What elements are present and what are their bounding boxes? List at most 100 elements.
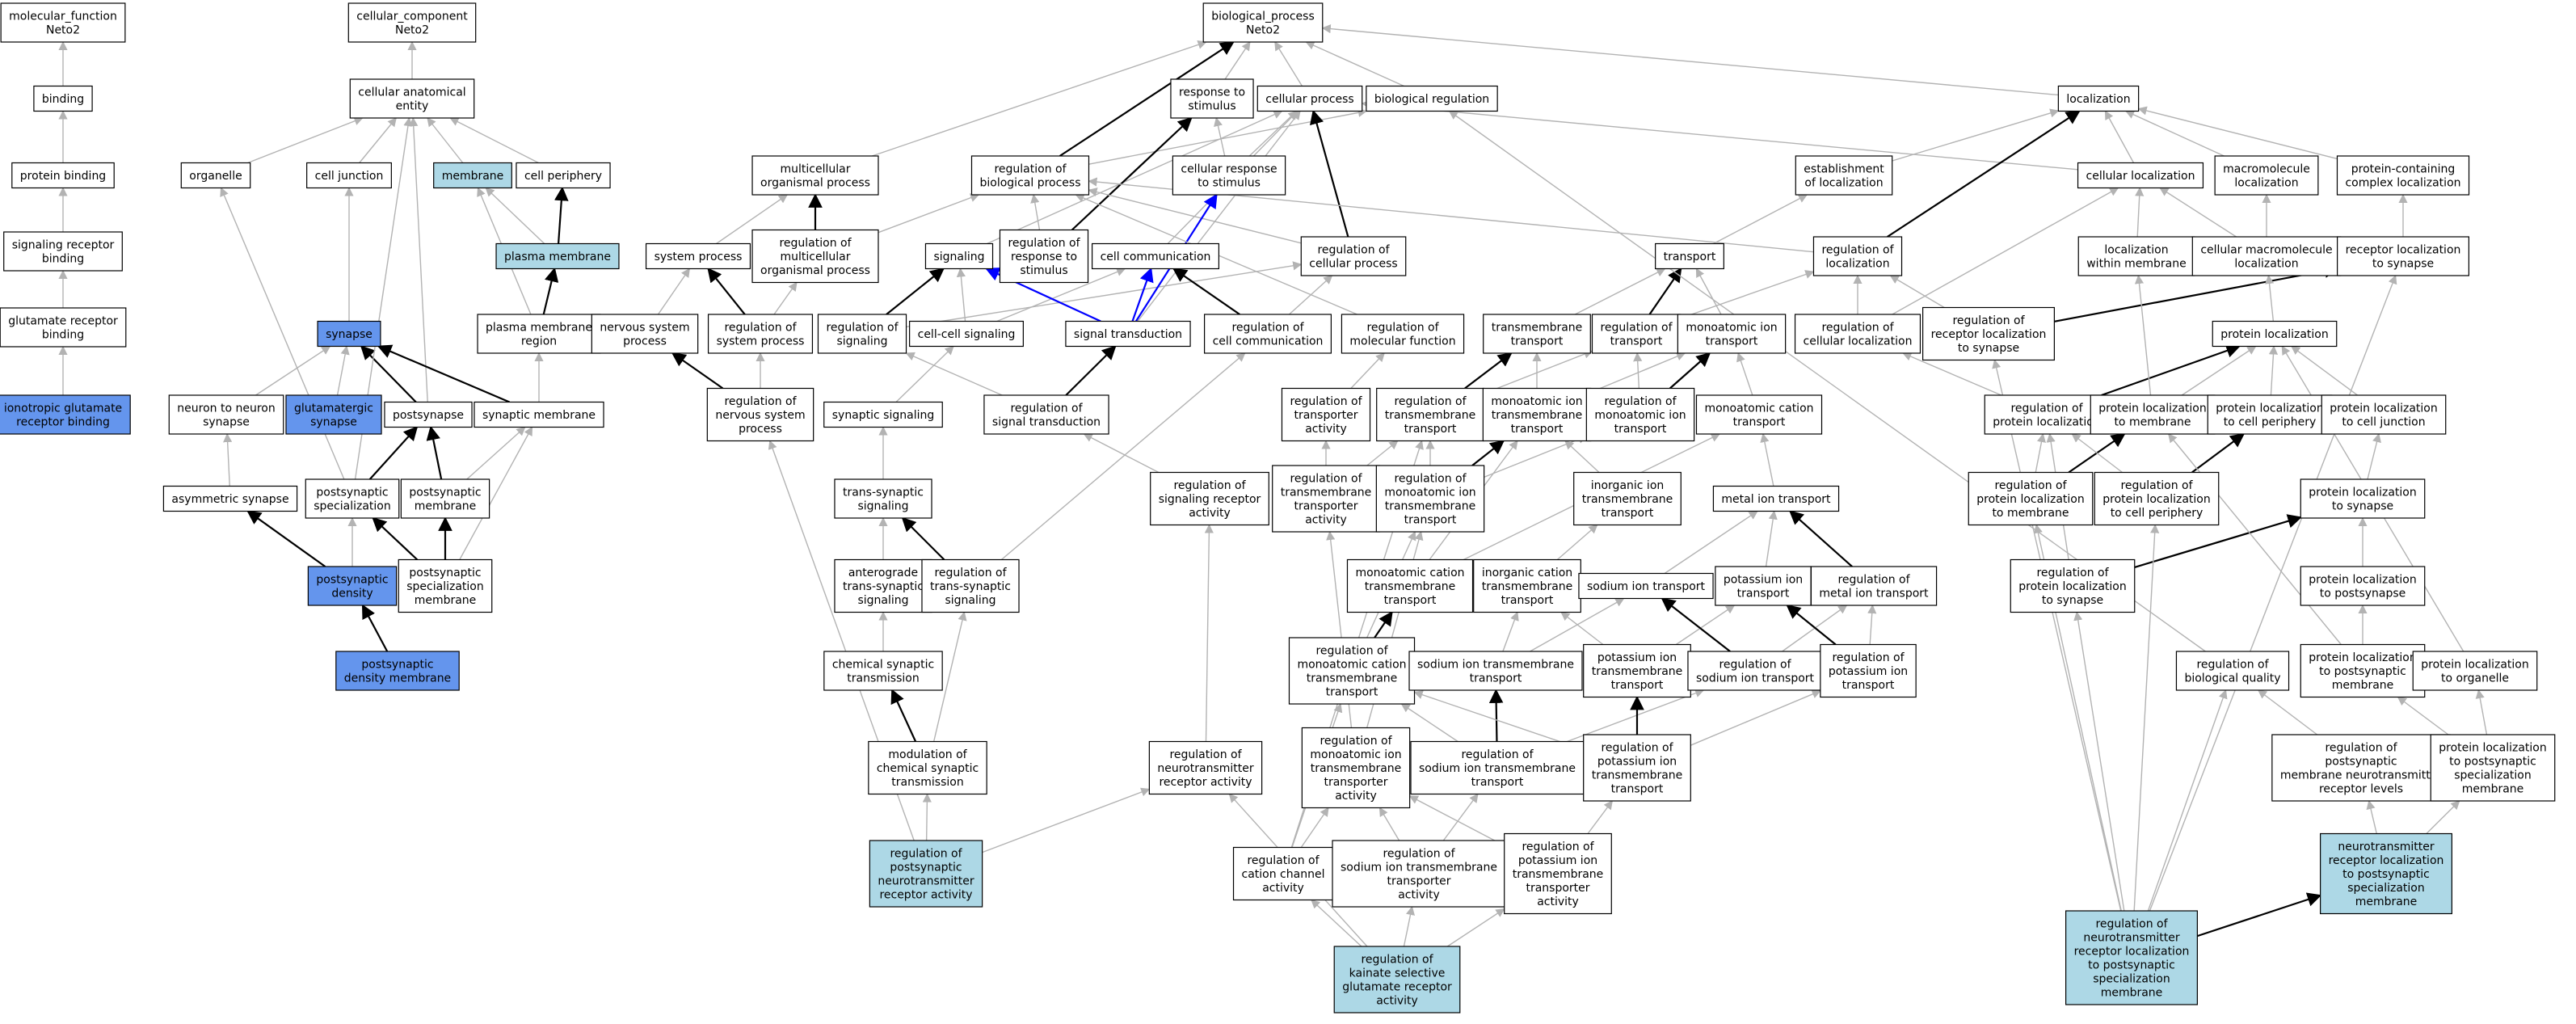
go-term-box — [1408, 651, 1583, 691]
go-term-box — [2337, 236, 2469, 276]
go-term-node: cell junction — [306, 162, 392, 189]
go-term-box — [2214, 155, 2319, 196]
relation-edge-is-a — [906, 261, 1303, 328]
go-term-box — [1968, 471, 2094, 526]
go-term-box — [477, 314, 601, 354]
go-term-box — [2010, 558, 2136, 613]
go-term-label-line: localization — [2234, 177, 2298, 190]
go-term-label-line: cell-cell signaling — [918, 328, 1016, 341]
go-term-box — [1065, 320, 1191, 348]
go-term-label-line: biological process — [980, 177, 1081, 190]
go-term-label-line: sodium ion transmembrane — [1419, 762, 1576, 775]
go-term-box — [162, 485, 298, 512]
go-term-label-line: cellular macromolecule — [2200, 244, 2332, 257]
relation-edge-is-a — [2264, 274, 2275, 322]
go-term-label-line: to synapse — [2332, 500, 2393, 513]
go-term-label: protein localization — [2220, 328, 2328, 341]
go-term-box — [1794, 314, 1921, 354]
go-term-label-line: transmembrane — [1592, 769, 1683, 782]
go-term-label-line: receptor localization — [2074, 946, 2190, 959]
go-term-label-line: protein localization — [2330, 402, 2437, 415]
go-term-label-line: response to — [1011, 251, 1077, 263]
go-term-label-line: regulation of — [2325, 742, 2397, 755]
go-term-label-line: regulation of — [724, 322, 797, 335]
go-term-label-line: receptor activity — [1159, 776, 1252, 789]
go-term-label-line: to postsynaptic — [2088, 959, 2175, 972]
relation-edge-is-a — [2134, 274, 2152, 396]
relation-edge-is-a — [1400, 703, 1458, 743]
go-term-label-line: density — [331, 588, 373, 600]
go-term-label-line: of localization — [1804, 177, 1883, 190]
go-term-box — [180, 162, 251, 189]
relation-edge-is-a — [1892, 187, 2119, 315]
go-term-label: cell junction — [315, 170, 384, 183]
relation-edge-is-a — [1902, 352, 2002, 396]
relation-edge-is-a — [1765, 510, 1778, 567]
go-term-box — [516, 162, 611, 189]
go-term-box — [1091, 242, 1220, 270]
relation-edge-is-a — [427, 117, 464, 163]
go-term-box — [1810, 566, 1938, 606]
go-term-label-line: nervous system — [600, 322, 689, 335]
go-term-label-line: regulation of — [994, 163, 1067, 176]
go-term-label-line: regulation of — [1169, 748, 1242, 761]
relation-edge-is-a — [2426, 800, 2460, 834]
relation-edge-is-a — [2181, 345, 2257, 396]
go-term-label: protein binding — [20, 170, 106, 183]
go-term-label: synaptic membrane — [482, 409, 596, 422]
go-term-label-line: specialization — [2454, 769, 2531, 782]
go-term-label-line: regulation of — [1231, 322, 1304, 335]
go-term-label-line: monoatomic cation — [1704, 402, 1813, 415]
relation-edge-part-of — [2134, 514, 2302, 568]
go-term-box — [1473, 558, 1581, 613]
go-term-label-line: transport — [1511, 423, 1564, 436]
go-term-label-line: process — [623, 335, 667, 348]
go-term-label-line: protein localization — [2220, 328, 2328, 341]
go-term-label: sodium ion transport — [1587, 580, 1706, 593]
go-term-box — [1148, 740, 1263, 795]
go-term-box — [869, 840, 983, 908]
go-term-label-line: organelle — [189, 170, 242, 183]
go-term-label-line: molecular_function — [9, 11, 117, 23]
relation-edge-is-a — [2124, 110, 2225, 157]
go-term-box — [398, 558, 493, 613]
go-term-label-line: transport — [1470, 672, 1522, 685]
go-term-label-line: protein-containing — [2351, 163, 2455, 176]
relation-edge-is-a — [2137, 106, 2338, 160]
go-term-node: biological regulation — [1366, 85, 1498, 112]
go-term-label: signaling — [933, 251, 984, 263]
go-term-label-line: within membrane — [2086, 258, 2187, 271]
relation-edge-is-a — [1030, 193, 1041, 230]
go-term-box — [2321, 394, 2447, 435]
go-term-box — [1341, 314, 1465, 354]
go-term-label-line: to synapse — [2042, 594, 2103, 607]
relation-edge-is-a — [336, 345, 350, 396]
relation-edge-is-a — [996, 268, 1126, 322]
go-term-label-line: inorganic cation — [1482, 567, 1572, 579]
go-term-node: cell-cell signaling — [909, 320, 1024, 348]
relation-edge-is-a — [2257, 689, 2318, 735]
go-term-box — [2320, 832, 2452, 915]
